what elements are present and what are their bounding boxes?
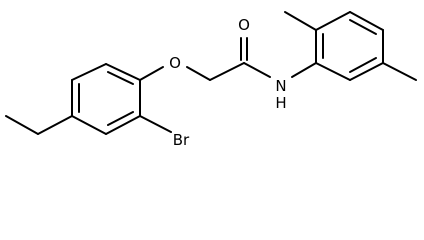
chemical-structure-diagram: Br O O N H xyxy=(5,11,417,149)
ethyl-group xyxy=(5,115,73,135)
methyl-groups xyxy=(284,11,417,81)
left-benzene-ring xyxy=(71,63,141,135)
ether-linkage: O xyxy=(139,54,211,81)
amide-group: O N H xyxy=(209,16,317,112)
bromine-atom-label: Br xyxy=(173,131,190,149)
amide-hydrogen-label: H xyxy=(275,94,286,112)
bromine-substituent: Br xyxy=(139,115,190,149)
ether-oxygen-label: O xyxy=(169,54,181,72)
amide-nitrogen-label: N xyxy=(275,77,286,95)
right-benzene-ring xyxy=(315,11,384,81)
carbonyl-oxygen-label: O xyxy=(238,16,250,34)
